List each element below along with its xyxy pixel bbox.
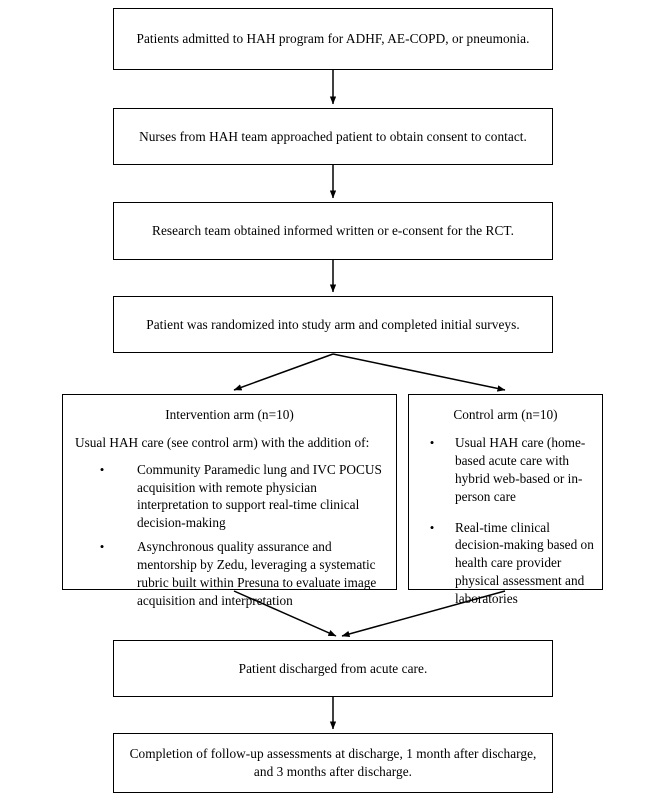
list-item-text: Real-time clinical decision-making based…: [455, 519, 594, 606]
list-item: • Usual HAH care (home-based acute care …: [417, 434, 594, 505]
bullet-point-icon: •: [99, 539, 105, 555]
node-nurses-text: Nurses from HAH team approached patient …: [139, 128, 527, 144]
bullet-point-icon: •: [429, 519, 435, 535]
list-item: • Real-time clinical decision-making bas…: [417, 519, 594, 608]
control-arm-title: Control arm (n=10): [453, 407, 558, 422]
node-randomization: Patient was randomized into study arm an…: [113, 296, 553, 353]
node-followup-text: Completion of follow-up assessments at d…: [129, 746, 537, 779]
arrow-randomize-to-control: [332, 353, 506, 392]
bullet-point-icon: •: [99, 461, 105, 477]
arrow-randomize-to-intervention: [233, 353, 334, 391]
list-item-text: Usual HAH care (home-based acute care wi…: [455, 435, 586, 504]
bullet-point-icon: •: [429, 435, 435, 451]
node-discharge-text: Patient discharged from acute care.: [238, 660, 428, 676]
node-informed-consent: Research team obtained informed written …: [113, 202, 553, 260]
list-item-text: Community Paramedic lung and IVC POCUS a…: [137, 461, 382, 531]
node-nurses-consent-to-contact: Nurses from HAH team approached patient …: [113, 108, 553, 165]
control-arm-bullet-list: • Usual HAH care (home-based acute care …: [409, 434, 602, 620]
intervention-arm-bullet-list: • Community Paramedic lung and IVC POCUS…: [63, 461, 396, 610]
node-randomize-text: Patient was randomized into study arm an…: [146, 316, 520, 332]
node-control-arm: Control arm (n=10) • Usual HAH care (hom…: [408, 394, 603, 606]
list-item: • Community Paramedic lung and IVC POCUS…: [85, 461, 384, 532]
list-item: • Asynchronous quality assurance and men…: [85, 538, 384, 609]
node-patients-admitted: Patients admitted to HAH program for ADH…: [113, 8, 553, 70]
intervention-arm-title: Intervention arm (n=10): [165, 407, 294, 422]
node-admit-text: Patients admitted to HAH program for ADH…: [136, 31, 530, 47]
node-followup-assessments: Completion of follow-up assessments at d…: [113, 733, 553, 793]
node-patient-discharged: Patient discharged from acute care.: [113, 640, 553, 697]
node-consent-text: Research team obtained informed written …: [152, 223, 514, 239]
intervention-arm-lead: Usual HAH care (see control arm) with th…: [75, 435, 370, 451]
list-item-text: Asynchronous quality assurance and mento…: [137, 539, 377, 608]
node-intervention-arm: Intervention arm (n=10) Usual HAH care (…: [62, 394, 397, 608]
